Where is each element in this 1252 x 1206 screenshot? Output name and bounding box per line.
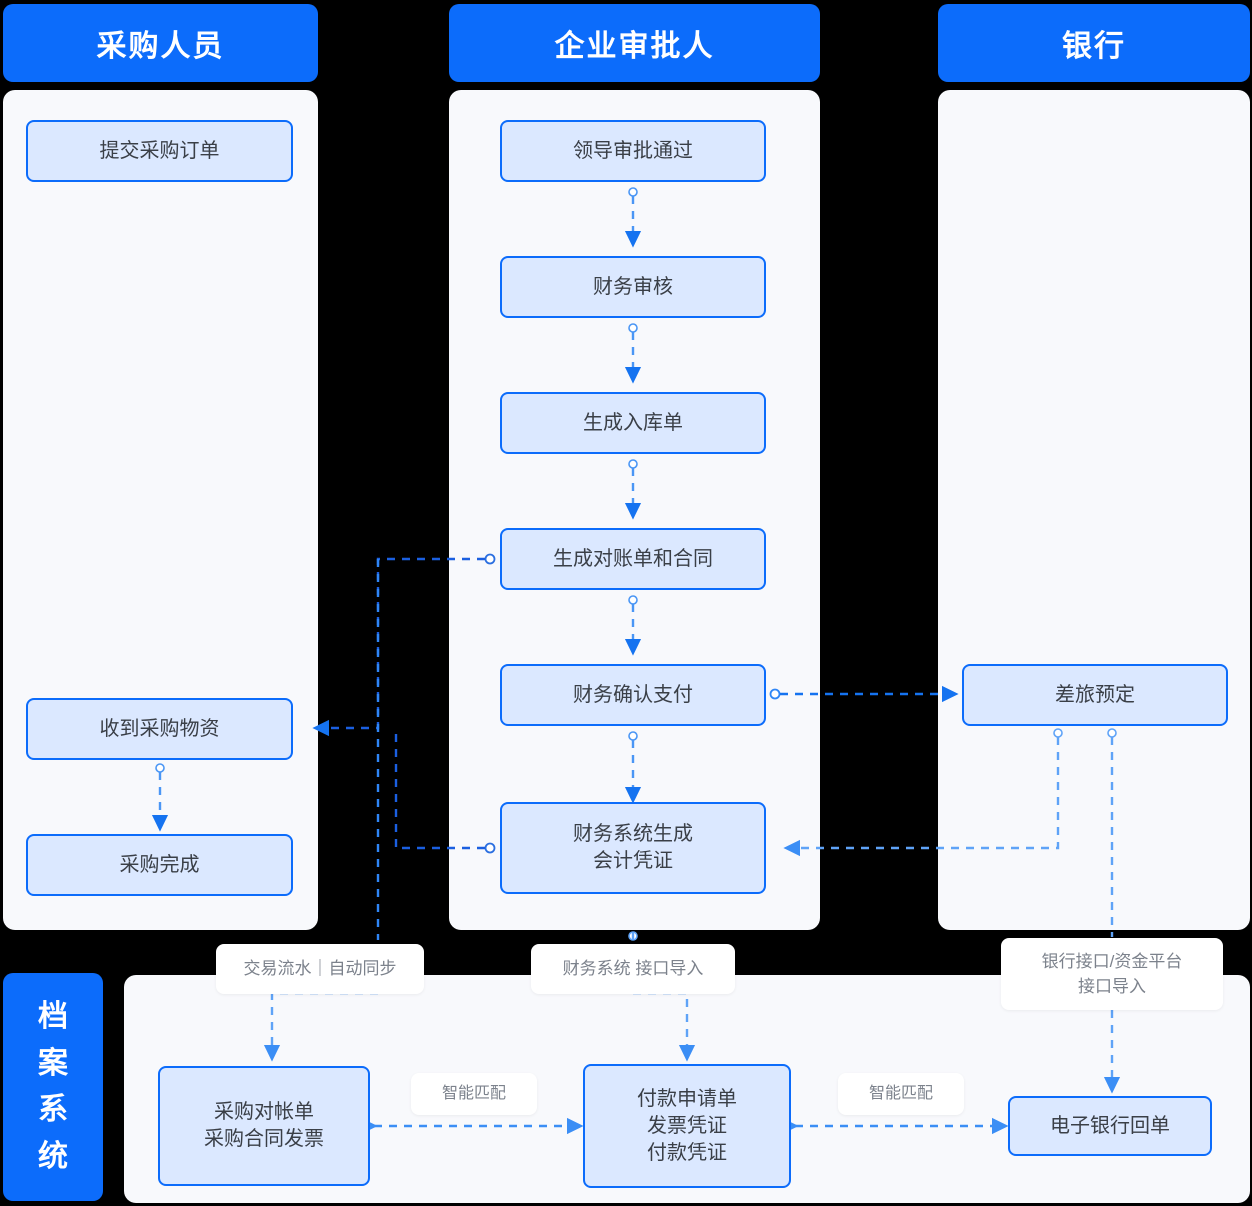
edge-label-bank-import-line-0: 银行接口/资金平台 [1041,951,1183,971]
node-purchase-done[interactable]: 采购完成 [26,834,293,896]
lane-header-bank-label: 银行 [1062,30,1126,63]
node-archive-payment-line-0: 付款申请单 [637,1087,737,1110]
node-archive-payment[interactable]: 付款申请单 发票凭证 付款凭证 [583,1064,791,1188]
lane-header-bank: 银行 [938,4,1250,82]
node-travel-booking[interactable]: 差旅预定 [962,664,1228,726]
edge-label-bank-import-line-1: 接口导入 [1078,977,1146,996]
edge-label-fin-import: 财务系统 接口导入 [531,944,735,994]
archive-char-3: 统 [38,1139,68,1173]
edge-label-txn-sync: 交易流水｜自动同步 [216,944,424,994]
node-archive-payment-line-2: 付款凭证 [647,1141,727,1164]
node-archive-purchase-line-1: 采购合同发票 [204,1128,324,1150]
edge-label-txn-sync-text: 交易流水｜自动同步 [243,959,397,979]
node-archive-purchase-line-0: 采购对帐单 [214,1101,314,1123]
node-archive-bank-label: 电子银行回单 [1050,1114,1170,1137]
node-submit-po-label: 提交采购订单 [99,139,220,162]
archive-char-0: 档 [38,1000,68,1033]
node-travel-booking-label: 差旅预定 [1055,683,1135,706]
node-gen-inbound[interactable]: 生成入库单 [500,392,766,454]
lane-header-approver: 企业审批人 [449,4,820,82]
node-received-goods[interactable]: 收到采购物资 [26,698,293,760]
edge-label-smart-match-right: 智能匹配 [838,1073,964,1115]
edge-label-bank-import: 银行接口/资金平台 接口导入 [1001,938,1223,1010]
lane-header-buyer-label: 采购人员 [96,30,225,63]
node-leader-approved[interactable]: 领导审批通过 [500,120,766,182]
edge-label-smart-match-left-text: 智能匹配 [441,1085,506,1102]
lane-header-approver-label: 企业审批人 [554,30,715,63]
node-finance-pay-label: 财务确认支付 [573,683,693,706]
node-finance-review-label: 财务审核 [593,275,673,298]
node-finance-pay[interactable]: 财务确认支付 [500,664,766,726]
archive-char-1: 案 [38,1046,68,1080]
edge-label-fin-import-text: 财务系统 接口导入 [562,959,704,979]
archive-system-label: 档 案 系 统 [3,973,103,1201]
node-received-goods-label: 收到采购物资 [99,717,220,740]
node-leader-approved-label: 领导审批通过 [573,139,693,162]
node-archive-purchase[interactable]: 采购对帐单 采购合同发票 [158,1066,370,1186]
lane-body-buyer [3,90,318,930]
lane-body-bank [938,90,1250,930]
node-finance-review[interactable]: 财务审核 [500,256,766,318]
node-purchase-done-label: 采购完成 [119,853,200,876]
node-submit-po[interactable]: 提交采购订单 [26,120,293,182]
node-gen-statement[interactable]: 生成对账单和合同 [500,528,766,590]
node-archive-bank[interactable]: 电子银行回单 [1008,1096,1212,1156]
node-gen-voucher-line-0: 财务系统生成 [573,823,693,845]
node-gen-inbound-label: 生成入库单 [583,411,683,434]
node-gen-statement-label: 生成对账单和合同 [553,547,713,570]
edge-label-smart-match-left: 智能匹配 [411,1073,537,1115]
lane-header-buyer: 采购人员 [3,4,318,82]
node-gen-voucher[interactable]: 财务系统生成 会计凭证 [500,802,766,894]
node-gen-voucher-line-1: 会计凭证 [593,850,673,872]
archive-char-2: 系 [38,1093,68,1126]
node-archive-payment-line-1: 发票凭证 [647,1114,727,1137]
edge-label-smart-match-right-text: 智能匹配 [868,1085,933,1102]
